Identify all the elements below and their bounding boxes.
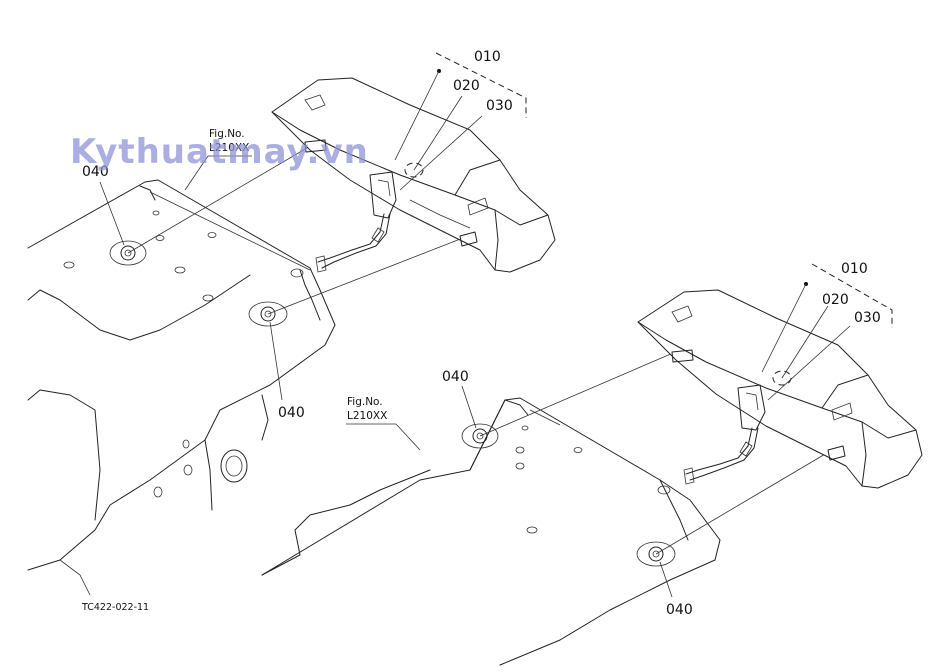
right-nut-040-a: [461, 423, 499, 449]
left-label-020: 020: [453, 78, 480, 94]
right-label-040-b: 040: [666, 602, 693, 618]
left-assembly: 010 020 030 040 040 Fig.No. L210XX: [27, 49, 556, 596]
left-label-010: 010: [474, 49, 501, 65]
right-assembly: 010 020 030 040 040 Fig.No. L210XX: [261, 261, 923, 666]
right-label-030: 030: [854, 310, 881, 326]
right-bulb-020: [772, 370, 792, 386]
right-label-010: 010: [841, 261, 868, 277]
left-label-040-a: 040: [82, 164, 109, 180]
right-fig-ref-line2: L210XX: [347, 410, 387, 422]
left-lamp-cover: [271, 77, 556, 273]
watermark-text: Kythuatmay.vn: [70, 132, 369, 172]
left-nut-040-b: [248, 301, 288, 327]
drawing-code: TC422-022-11: [81, 602, 149, 613]
right-label-040-a: 040: [442, 369, 469, 385]
right-label-020: 020: [822, 292, 849, 308]
right-nut-040-b: [636, 541, 676, 567]
left-fig-ref-line1: Fig.No.: [209, 128, 245, 140]
right-frame: [261, 397, 721, 666]
left-frame: [27, 179, 336, 596]
left-label-040-b: 040: [278, 405, 305, 421]
left-nut-040-a: [109, 240, 147, 266]
right-fig-ref-line1: Fig.No.: [347, 396, 383, 408]
left-fig-ref-line2: L210XX: [209, 142, 249, 154]
left-label-030: 030: [486, 98, 513, 114]
